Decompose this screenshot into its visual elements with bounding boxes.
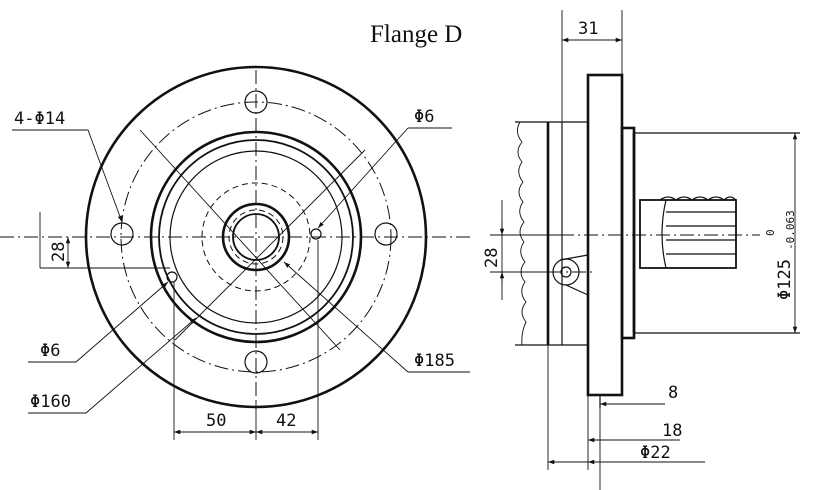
spline-end-curve xyxy=(661,199,667,269)
port-fitting-bottom xyxy=(565,284,589,296)
pilot-outer-ring xyxy=(149,130,363,344)
pilot-step xyxy=(620,126,636,340)
holes-leader xyxy=(87,129,123,223)
port-top-leader xyxy=(317,127,409,229)
tolerance-lower: -0.063 xyxy=(784,210,797,250)
dim-50-label: 50 xyxy=(206,411,226,431)
mounting-hole-top xyxy=(244,90,268,114)
port-bottom-label: Φ6 xyxy=(40,341,60,361)
mounting-hole-right xyxy=(374,222,398,246)
pilot-dia-label: Φ125 xyxy=(775,259,795,300)
drawing-title: Flange D xyxy=(370,21,462,48)
spline-pitch-circle xyxy=(228,209,284,265)
holes-label: 4-Φ14 xyxy=(14,109,65,129)
dim-42-label: 42 xyxy=(276,411,296,431)
pilot-label: Φ160 xyxy=(30,392,71,412)
port-left xyxy=(166,271,178,283)
front-offset-label: 28 xyxy=(49,242,69,262)
pilot-inner-ring xyxy=(158,139,354,335)
mounting-hole-bottom xyxy=(244,350,268,374)
port-fitting-top xyxy=(559,254,589,261)
dim-31-label: 31 xyxy=(578,19,598,39)
bolt-circle-label: Φ185 xyxy=(414,351,455,371)
bolt-circle-leader xyxy=(283,261,409,373)
dim-22-label: Φ22 xyxy=(640,443,671,463)
dim-18-label: 18 xyxy=(662,421,682,441)
pilot-leader xyxy=(85,317,197,414)
bolt-circle xyxy=(120,101,392,373)
port-bottom-leader xyxy=(75,281,169,363)
tolerance-upper: 0 xyxy=(764,229,777,236)
port-right xyxy=(310,228,322,240)
mounting-hole-left xyxy=(110,222,134,246)
spline-root-circle xyxy=(232,213,280,261)
side-offset-label: 28 xyxy=(482,248,502,268)
shaft-spline xyxy=(639,199,737,269)
port-top-label: Φ6 xyxy=(414,107,434,127)
diagonal-center-line-1 xyxy=(139,129,341,351)
spline-teeth-top xyxy=(659,196,737,201)
face-ring xyxy=(169,150,343,324)
side-view: 31 28 Φ125 0 -0.063 8 18 Φ22 xyxy=(482,10,800,490)
front-view: 4-Φ14 Φ6 Φ6 Φ185 Φ160 28 50 42 xyxy=(0,65,470,440)
bore-circle xyxy=(221,202,291,272)
dim-8-label: 8 xyxy=(668,383,678,403)
diagonal-center-line-2 xyxy=(174,149,366,341)
hidden-bore-circle xyxy=(201,182,311,292)
break-line xyxy=(517,121,527,346)
